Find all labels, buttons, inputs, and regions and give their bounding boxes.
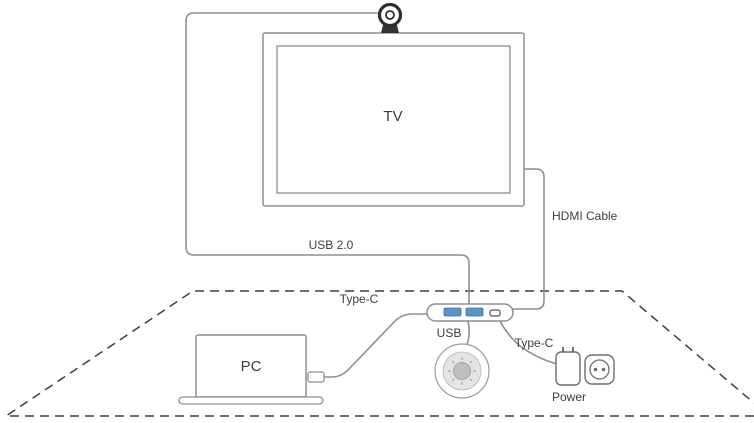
speaker-center xyxy=(453,362,471,380)
label-typec-power: Type-C xyxy=(515,336,554,350)
socket-face xyxy=(589,359,610,380)
hub-usb-port-2 xyxy=(465,307,484,317)
tv-label: TV xyxy=(383,108,402,125)
label-usb20: USB 2.0 xyxy=(309,238,354,252)
camera-mount xyxy=(381,25,399,33)
speaker-ticks xyxy=(448,357,476,385)
laptop-icon: PC xyxy=(178,334,325,405)
hub-typec-port xyxy=(489,309,501,317)
camera-icon xyxy=(377,2,403,33)
hub-usb-port-1 xyxy=(443,307,462,317)
label-usb-speaker: USB xyxy=(437,326,462,340)
tv-screen xyxy=(276,45,511,194)
power-adapter-icon xyxy=(555,347,615,386)
hdmi-cable xyxy=(512,168,545,310)
usb-hub-icon xyxy=(426,303,514,322)
socket-hole-left xyxy=(593,367,598,372)
socket-hole-right xyxy=(601,367,606,372)
wall-socket-icon xyxy=(584,354,615,385)
camera-lens xyxy=(385,10,395,20)
typec-pc-cable xyxy=(323,313,429,378)
adapter-body xyxy=(555,351,581,386)
label-power: Power xyxy=(552,390,586,404)
typec-power-cable xyxy=(499,320,558,365)
label-typec-pc: Type-C xyxy=(340,292,379,306)
label-hdmi-cable: HDMI Cable xyxy=(552,209,618,223)
tv: TV xyxy=(262,32,525,207)
socket-plate xyxy=(584,354,615,385)
usb20-cable xyxy=(185,12,470,307)
speaker-usb-cable xyxy=(466,320,471,346)
laptop-base xyxy=(178,396,324,405)
speakerphone-icon xyxy=(434,343,490,399)
usb-plug xyxy=(307,371,325,383)
pc-label: PC xyxy=(241,358,262,375)
table-surface-outline xyxy=(3,290,754,417)
